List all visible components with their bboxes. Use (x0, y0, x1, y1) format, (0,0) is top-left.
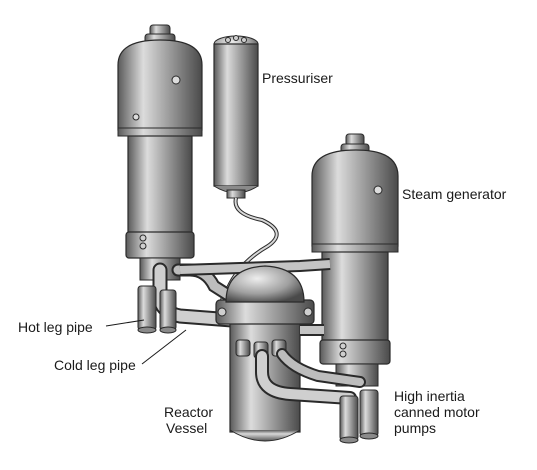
label-cold-leg-pipe: Cold leg pipe (54, 357, 136, 373)
right-steam-generator (311, 133, 399, 387)
label-pumps-line1: High inertia (394, 388, 465, 404)
label-pressuriser: Pressuriser (262, 70, 333, 86)
right-piping (255, 324, 379, 444)
leader-lines (105, 319, 187, 365)
left-piping (137, 258, 331, 334)
pressuriser (213, 35, 279, 307)
label-steam-generator: Steam generator (402, 186, 507, 202)
label-hot-leg-pipe: Hot leg pipe (18, 319, 93, 335)
label-vessel: Vessel (166, 420, 208, 436)
label-pumps-line2: canned motor (394, 404, 480, 420)
label-pumps-line3: pumps (394, 420, 437, 436)
label-reactor: Reactor (164, 404, 214, 420)
left-steam-generator (117, 24, 203, 281)
